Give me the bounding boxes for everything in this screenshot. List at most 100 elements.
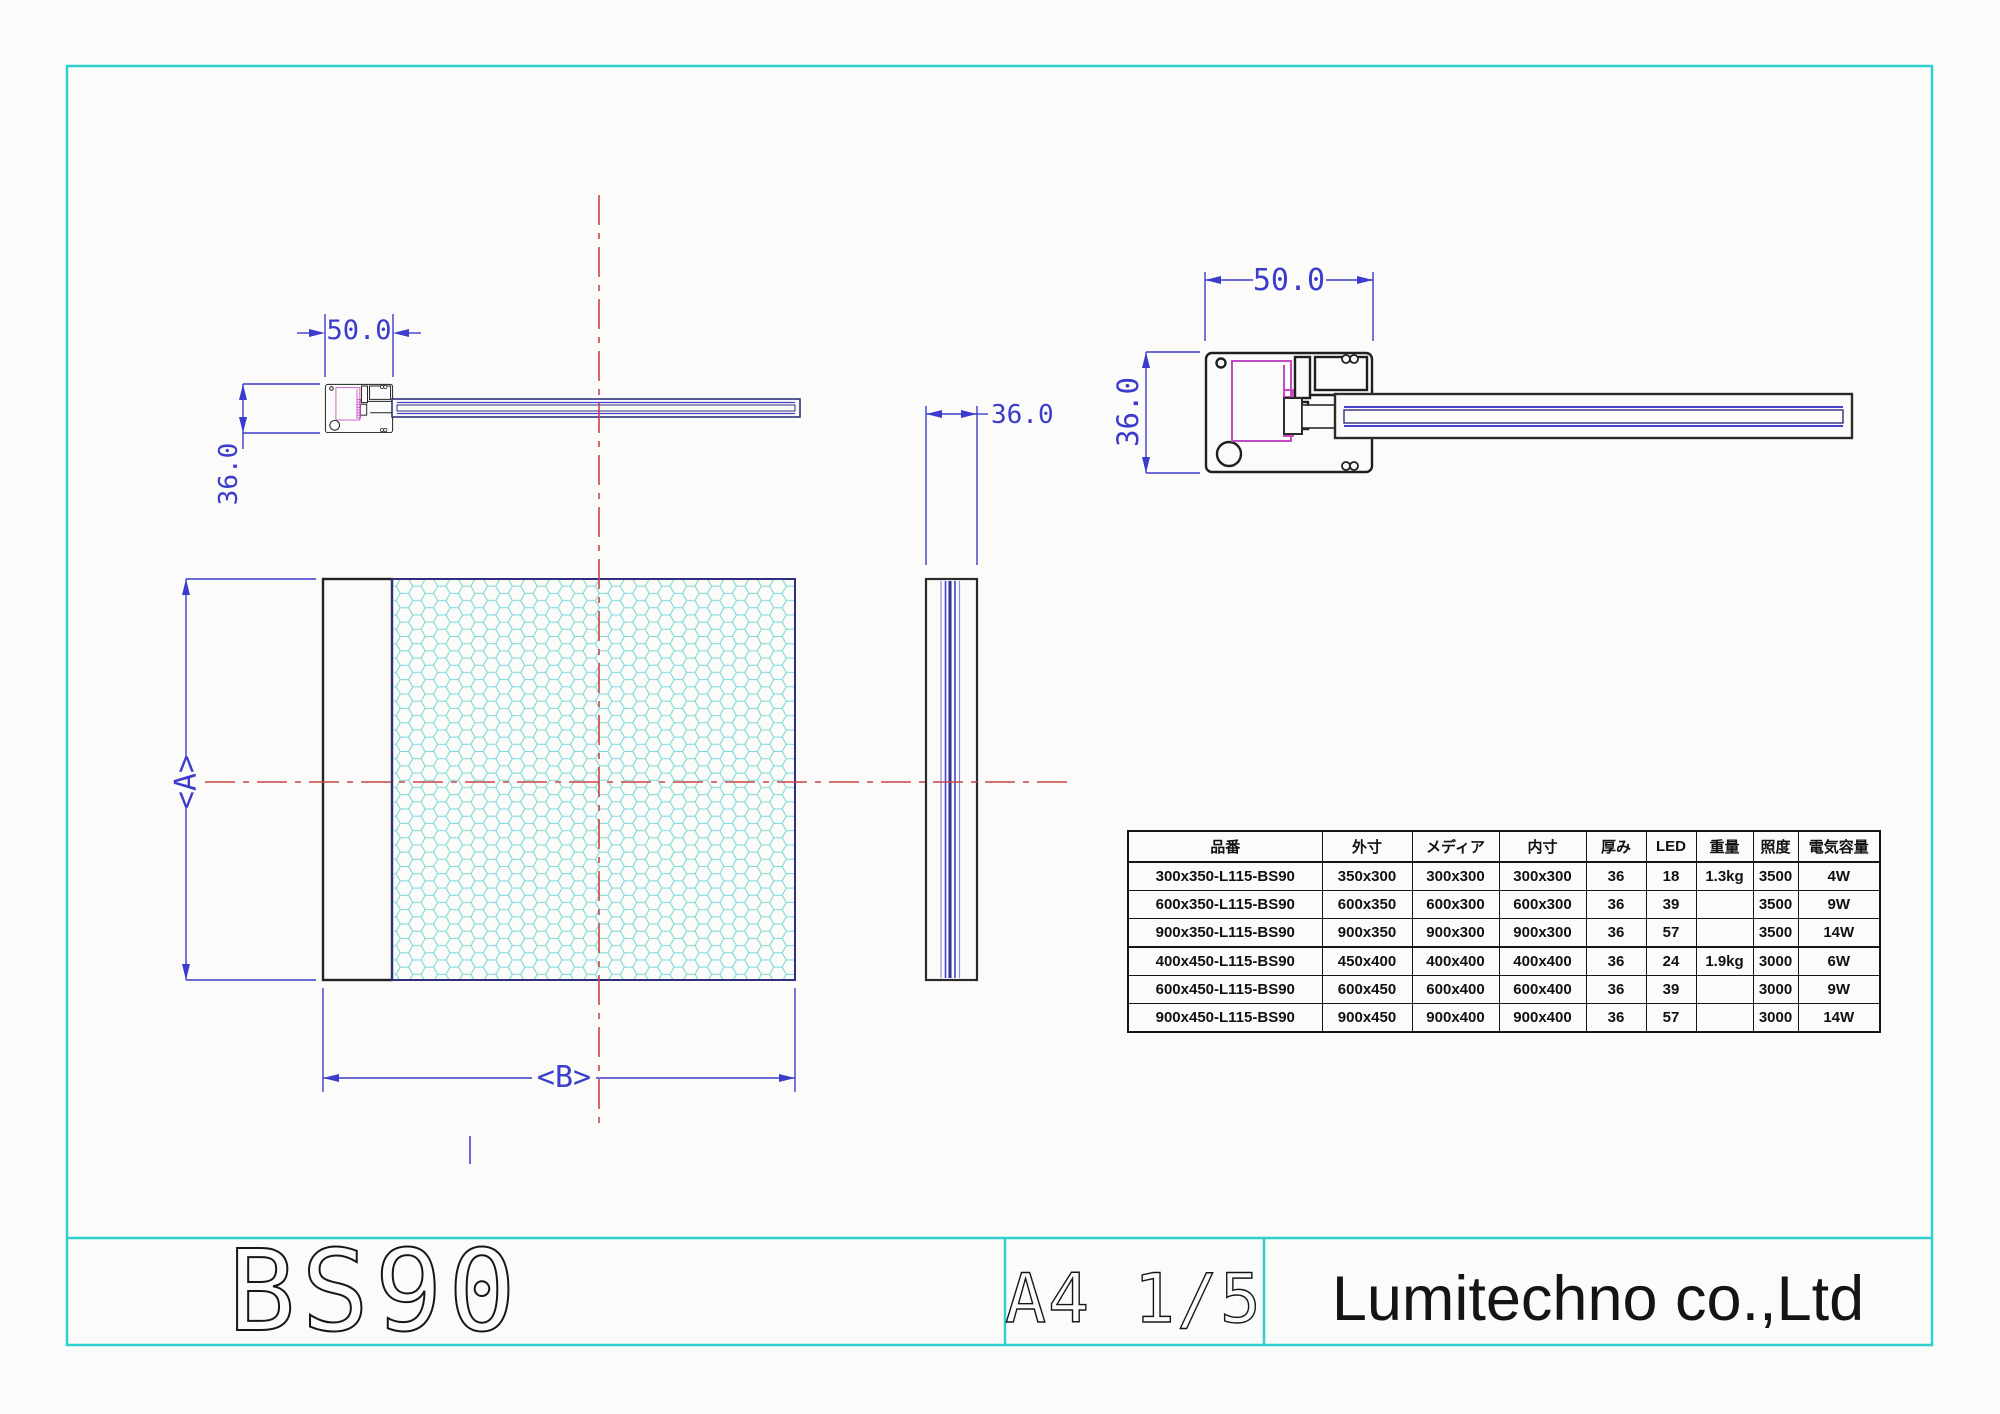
dim-small-width-label: 50.0 <box>326 315 391 346</box>
table-cell: 3500 <box>1752 861 1799 891</box>
table-cell: 900x350 <box>1321 918 1413 948</box>
table-cell: 450x400 <box>1321 946 1413 976</box>
table-cell: 300x300 <box>1411 861 1500 891</box>
table-cell: 9W <box>1797 975 1881 1004</box>
table-cell: 36 <box>1585 918 1647 948</box>
table-cell: 3000 <box>1752 1003 1799 1033</box>
frame-band <box>321 577 394 982</box>
dim-a-label: <A> <box>169 755 204 809</box>
table-cell: 36 <box>1585 946 1647 976</box>
table-cell: 900x300 <box>1498 918 1587 948</box>
table-cell: 36 <box>1585 975 1647 1004</box>
table-row: 900x350-L115-BS90 900x350 900x300 900x30… <box>1127 918 1881 948</box>
table-cell: 400x450-L115-BS90 <box>1127 946 1323 976</box>
table-row: 600x450-L115-BS90 600x450 600x400 600x40… <box>1127 975 1881 1004</box>
model-number: BS90 <box>228 1227 522 1357</box>
table-cell <box>1695 918 1754 948</box>
table-cell: 350x300 <box>1321 861 1413 891</box>
spec-table-header-row: 品番 外寸 メディア 内寸 厚み LED 重量 照度 電気容量 <box>1127 830 1881 863</box>
table-cell: 39 <box>1645 890 1697 919</box>
company-name: Lumitechno co.,Ltd <box>1332 1264 1864 1334</box>
dim-small-width <box>297 314 421 377</box>
table-cell: 36 <box>1585 1003 1647 1033</box>
table-cell: 600x400 <box>1498 975 1587 1004</box>
table-cell: 600x300 <box>1498 890 1587 919</box>
table-cell: 600x350 <box>1321 890 1413 919</box>
dim-large-height <box>1145 351 1200 474</box>
table-cell: 900x400 <box>1411 1003 1500 1033</box>
table-cell: 400x400 <box>1411 946 1500 976</box>
dim-small-height <box>242 383 320 449</box>
col-header-thickness: 厚み <box>1585 830 1647 863</box>
table-cell: 3500 <box>1752 918 1799 948</box>
table-cell: 3500 <box>1752 890 1799 919</box>
table-cell: 900x350-L115-BS90 <box>1127 918 1323 948</box>
table-cell: 18 <box>1645 861 1697 891</box>
table-cell: 6W <box>1797 946 1881 976</box>
table-cell: 900x300 <box>1411 918 1500 948</box>
dim-front-height <box>185 578 316 981</box>
col-header-power: 電気容量 <box>1797 830 1881 863</box>
table-row: 900x450-L115-BS90 900x450 900x400 900x40… <box>1127 1003 1881 1033</box>
centerlines <box>205 195 1068 1123</box>
table-cell: 1.9kg <box>1695 946 1754 976</box>
table-cell: 57 <box>1645 918 1697 948</box>
dim-large-height-label: 36.0 <box>1111 377 1145 447</box>
col-header-media: メディア <box>1411 830 1500 863</box>
table-cell: 600x400 <box>1411 975 1500 1004</box>
section-detail-large <box>1204 351 1854 474</box>
table-cell: 36 <box>1585 861 1647 891</box>
table-cell: 14W <box>1797 918 1881 948</box>
sheet-size-scale: A4 1/5 <box>1005 1260 1263 1339</box>
table-cell: 400x400 <box>1498 946 1587 976</box>
spec-table: 品番 外寸 メディア 内寸 厚み LED 重量 照度 電気容量 300x350-… <box>1127 830 1881 1033</box>
table-cell: 9W <box>1797 890 1881 919</box>
table-cell: 300x350-L115-BS90 <box>1127 861 1323 891</box>
table-cell <box>1695 890 1754 919</box>
title-block: BS90 A4 1/5 Lumitechno co.,Ltd <box>227 1226 1864 1358</box>
table-cell: 300x300 <box>1498 861 1587 891</box>
col-header-illuminance: 照度 <box>1752 830 1799 863</box>
table-cell: 57 <box>1645 1003 1697 1033</box>
col-header-part-number: 品番 <box>1127 830 1323 863</box>
dimension-arrows <box>182 276 1373 1082</box>
front-view <box>321 577 796 982</box>
table-row: 300x350-L115-BS90 350x300 300x300 300x30… <box>1127 861 1881 891</box>
table-cell <box>1695 975 1754 1004</box>
section-view-small <box>324 383 801 434</box>
table-row: 600x350-L115-BS90 600x350 600x300 600x30… <box>1127 890 1881 919</box>
dim-side-thickness-label: 36.0 <box>991 400 1054 430</box>
table-cell: 900x400 <box>1498 1003 1587 1033</box>
dim-front-width <box>322 988 796 1092</box>
sheet-border <box>65 64 1934 1347</box>
side-view <box>924 577 979 982</box>
col-header-outer-size: 外寸 <box>1321 830 1413 863</box>
panel-small <box>391 398 801 418</box>
table-cell <box>1695 1003 1754 1033</box>
table-cell: 600x350-L115-BS90 <box>1127 890 1323 919</box>
col-header-led: LED <box>1645 830 1697 863</box>
dim-side-thickness <box>925 406 988 565</box>
table-cell: 24 <box>1645 946 1697 976</box>
table-cell: 4W <box>1797 861 1881 891</box>
panel-large <box>1283 392 1854 440</box>
table-row: 400x450-L115-BS90 450x400 400x400 400x40… <box>1127 946 1881 976</box>
table-cell: 600x450-L115-BS90 <box>1127 975 1323 1004</box>
table-cell: 3000 <box>1752 946 1799 976</box>
table-cell: 39 <box>1645 975 1697 1004</box>
col-header-inner-size: 内寸 <box>1498 830 1587 863</box>
dim-b-label: <B> <box>537 1060 591 1095</box>
dim-large-width-label: 50.0 <box>1253 263 1325 298</box>
table-cell: 900x450 <box>1321 1003 1413 1033</box>
table-cell: 1.3kg <box>1695 861 1754 891</box>
table-cell: 3000 <box>1752 975 1799 1004</box>
col-header-weight: 重量 <box>1695 830 1754 863</box>
table-cell: 900x450-L115-BS90 <box>1127 1003 1323 1033</box>
table-cell: 36 <box>1585 890 1647 919</box>
dim-small-height-label: 36.0 <box>214 443 244 506</box>
table-cell: 14W <box>1797 1003 1881 1033</box>
table-cell: 600x300 <box>1411 890 1500 919</box>
table-cell: 600x450 <box>1321 975 1413 1004</box>
